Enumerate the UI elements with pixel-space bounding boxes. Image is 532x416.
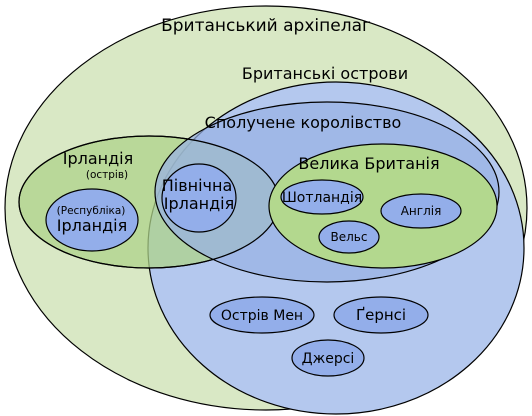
ireland-island-sublabel: (острів) — [86, 169, 128, 181]
ireland-island-label: Ірландія — [63, 149, 134, 168]
england-region — [380, 193, 462, 229]
isle-of-man-region — [209, 296, 315, 334]
scotland-label: Шотландія — [282, 190, 362, 206]
great-britain-label: Велика Британія — [298, 154, 439, 173]
scotland-region — [280, 179, 364, 215]
jersey-label: Джерсі — [302, 351, 355, 367]
guernsey-label: Ґернсі — [356, 306, 406, 324]
northern-ireland-label-line2: Ірландія — [164, 194, 235, 213]
jersey-region — [291, 339, 365, 377]
northern-ireland-region — [161, 163, 237, 233]
republic-label: Ірландія — [57, 216, 128, 235]
guernsey-region — [333, 296, 429, 334]
republic-of-ireland-region — [45, 188, 139, 252]
archipelago-label: Британський архіпелаг — [161, 16, 371, 36]
england-label: Англія — [401, 204, 442, 218]
wales-label: Вельс — [331, 230, 368, 244]
isle-of-man-label: Острів Мен — [221, 308, 303, 324]
united-kingdom-label: Сполучене королівство — [205, 113, 402, 132]
wales-region — [318, 220, 380, 254]
republic-small-label: (Республіка) — [57, 205, 126, 217]
northern-ireland-label-line1: Північна — [162, 176, 233, 195]
british-isles-label: Британські острови — [242, 64, 408, 83]
